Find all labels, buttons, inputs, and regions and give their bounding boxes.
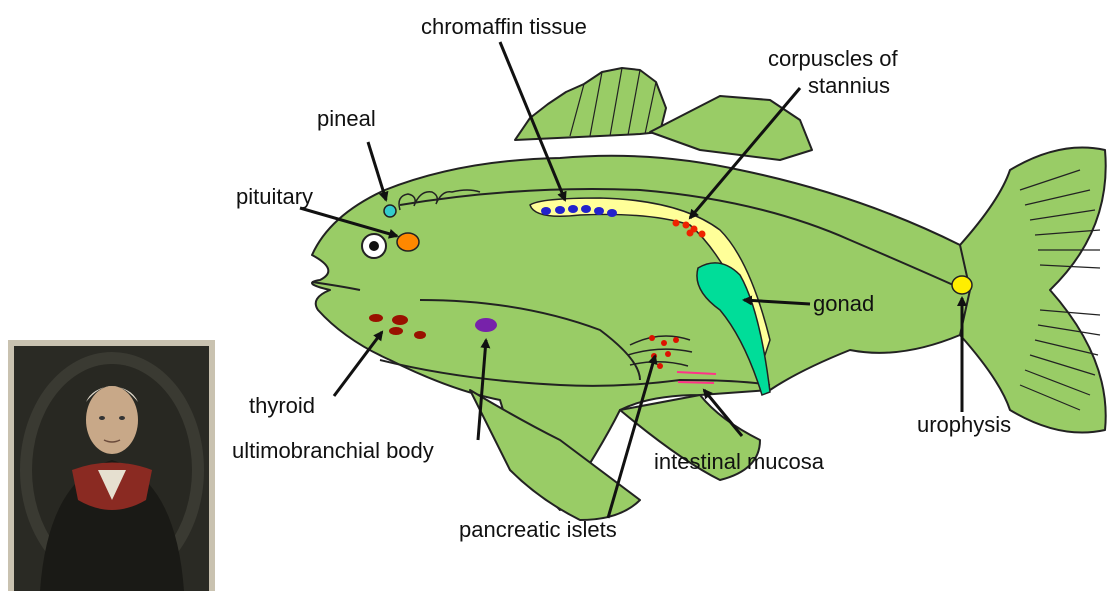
pituitary-organ (397, 233, 419, 251)
label-urophysis: urophysis (917, 412, 1011, 437)
label-intestinal: intestinal mucosa (654, 449, 825, 474)
eye (362, 234, 386, 258)
arrow-pineal (368, 142, 386, 200)
label-chromaffin: chromaffin tissue (421, 14, 587, 39)
urophysis-organ (952, 276, 972, 294)
label-ultimobranchial: ultimobranchial body (232, 438, 434, 463)
label-pancreatic: pancreatic islets (459, 517, 617, 542)
label-thyroid: thyroid (249, 393, 315, 418)
label-pineal: pineal (317, 106, 376, 131)
label-gonad: gonad (813, 291, 874, 316)
label-corpuscles-line1: corpuscles of (768, 46, 899, 71)
pineal-organ (384, 205, 396, 217)
portrait-image (8, 340, 215, 591)
ultimobranchial-organ (475, 318, 497, 332)
label-pituitary: pituitary (236, 184, 313, 209)
label-corpuscles-line2: stannius (808, 73, 890, 98)
